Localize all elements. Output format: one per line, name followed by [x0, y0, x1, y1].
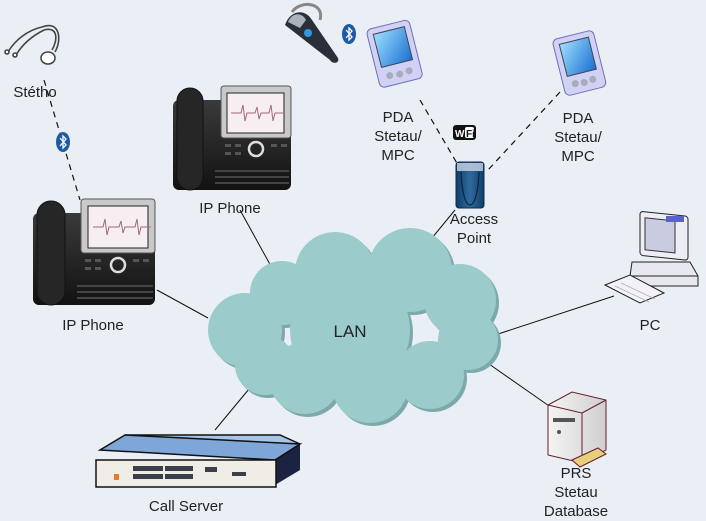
database-server-icon[interactable]	[547, 391, 607, 468]
node-label-pda-1: PDA Stetau/ MPC	[368, 108, 428, 165]
ip-phone-icon[interactable]	[33, 198, 156, 306]
edge-phone2-lan	[239, 209, 273, 269]
label-line: Point	[456, 230, 492, 247]
label-line: Database	[543, 503, 609, 520]
edge-server-lan	[214, 382, 255, 431]
stethoscope-icon[interactable]	[4, 24, 60, 65]
pda-icon[interactable]	[366, 19, 423, 88]
node-label-stetho: Stétho	[13, 84, 57, 101]
pda-icon[interactable]	[552, 30, 607, 96]
node-label-lan: LAN	[333, 322, 367, 341]
svg-text:W: W	[455, 129, 465, 140]
headset-icon[interactable]	[285, 3, 339, 63]
edge-pc-lan	[491, 295, 615, 337]
edges	[43, 79, 615, 431]
label-line: Stetau/	[374, 128, 422, 145]
ip-phone-icon[interactable]	[173, 85, 292, 191]
edge-db-lan	[488, 363, 553, 409]
access-point-icon[interactable]	[455, 161, 485, 209]
label-line: PRS	[560, 465, 592, 482]
label-line: Stetau/	[554, 129, 602, 146]
node-label-prs-db: PRS Stetau Database	[536, 464, 616, 521]
node-label-ip-phone-1: IP Phone	[62, 317, 124, 334]
label-line: Stetau	[554, 484, 598, 501]
node-label-pda-2: PDA Stetau/ MPC	[548, 109, 608, 166]
pc-icon[interactable]	[603, 211, 699, 304]
edge-pda1-ap	[419, 99, 459, 166]
bluetooth-icon	[342, 24, 356, 44]
label-line: MPC	[381, 147, 415, 164]
bluetooth-icon	[56, 132, 70, 152]
node-label-call-server: Call Server	[148, 498, 224, 515]
lan-cloud[interactable]	[208, 228, 501, 426]
edge-stetho-phone1	[43, 79, 81, 201]
node-label-ip-phone-2: IP Phone	[199, 200, 261, 217]
node-label-pc: PC	[639, 317, 661, 334]
call-server-icon[interactable]	[95, 434, 303, 488]
svg-text:Fi: Fi	[466, 129, 475, 140]
edge-phone1-lan	[156, 289, 209, 319]
label-line: PDA	[562, 110, 594, 127]
label-line: Access	[449, 211, 499, 228]
edge-pda2-ap	[487, 91, 561, 171]
label-line: PDA	[382, 109, 414, 126]
wifi-icon: W Fi	[453, 125, 476, 140]
label-line: MPC	[561, 148, 595, 165]
node-label-access-point: Access Point	[442, 210, 506, 248]
